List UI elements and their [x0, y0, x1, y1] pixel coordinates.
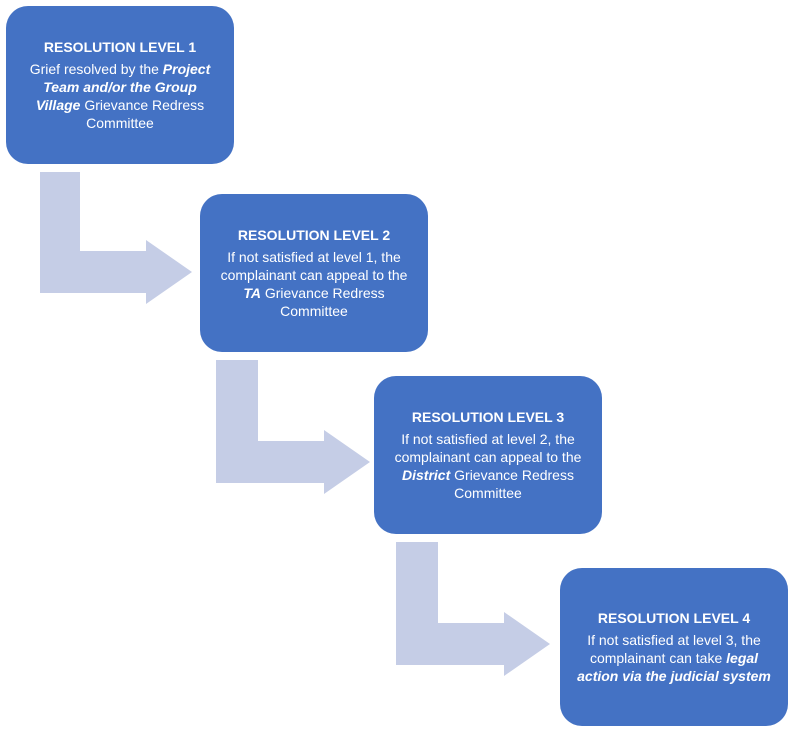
level-3-title: RESOLUTION LEVEL 3	[411, 409, 565, 425]
level-1-desc-part-2: Project Team and/or the Group Village	[35, 61, 211, 113]
level-3-desc-part-1: If not satisfied at level 2, the complai…	[394, 431, 582, 465]
arrow-level2-to-level3	[216, 360, 370, 494]
level-2-desc-part-3: Grievance Redress Committee	[260, 285, 385, 319]
resolution-level-2-box: RESOLUTION LEVEL 2 If not satisfied at l…	[200, 194, 428, 352]
resolution-level-1-box: RESOLUTION LEVEL 1 Grief resolved by the…	[6, 6, 234, 164]
level-2-desc-part-2: TA	[243, 285, 261, 301]
level-2-description: If not satisfied at level 1, the complai…	[214, 248, 414, 320]
resolution-level-3-box: RESOLUTION LEVEL 3 If not satisfied at l…	[374, 376, 602, 534]
level-2-title: RESOLUTION LEVEL 2	[237, 227, 391, 243]
level-1-desc-part-1: Grief resolved by the	[29, 61, 163, 77]
arrow-level1-to-level2	[40, 172, 192, 304]
level-3-desc-part-3: Grievance Redress Committee	[450, 467, 574, 501]
level-1-description: Grief resolved by the Project Team and/o…	[20, 60, 220, 132]
level-3-description: If not satisfied at level 2, the complai…	[388, 430, 588, 502]
arrow-level3-to-level4	[396, 542, 550, 676]
level-4-title: RESOLUTION LEVEL 4	[597, 610, 751, 626]
level-4-desc-part-1: If not satisfied at level 3, the complai…	[587, 632, 761, 666]
level-4-description: If not satisfied at level 3, the complai…	[574, 631, 774, 685]
level-2-desc-part-1: If not satisfied at level 1, the complai…	[220, 249, 408, 283]
level-1-desc-part-3: Grievance Redress Committee	[80, 97, 205, 131]
level-3-desc-part-2: District	[402, 467, 451, 483]
resolution-level-4-box: RESOLUTION LEVEL 4 If not satisfied at l…	[560, 568, 788, 726]
level-1-title: RESOLUTION LEVEL 1	[43, 39, 197, 55]
level-4-desc-part-2: legal action via the judicial system	[577, 650, 771, 684]
